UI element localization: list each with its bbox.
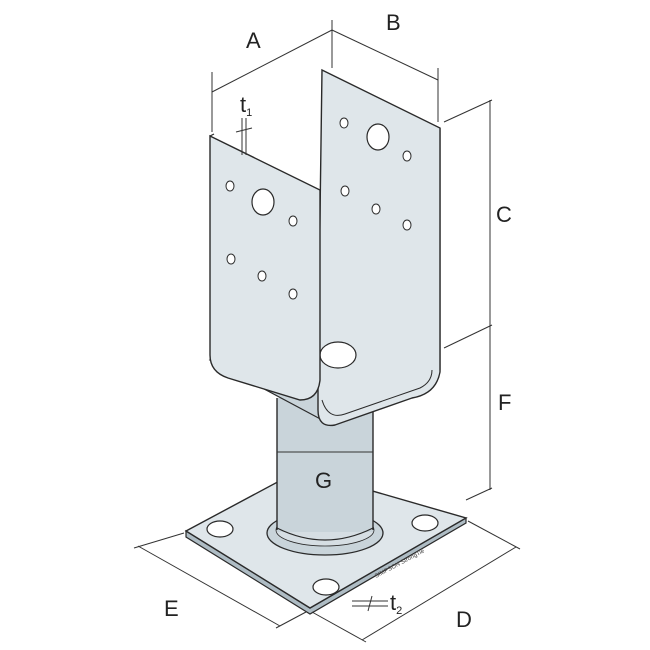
dimension-labels: A B C F G D E t1 t2 <box>164 10 512 632</box>
u-bracket-fold <box>321 369 433 416</box>
dim-D-ext-front <box>311 611 367 643</box>
label-D: D <box>456 607 472 632</box>
dim-D-line <box>361 546 517 641</box>
label-t2-base: t <box>390 590 396 615</box>
dim-E-ext-front <box>275 611 307 629</box>
left-flange-thickness <box>209 133 215 137</box>
dim-C-ext-top <box>443 99 493 123</box>
left-flange-large-hole <box>251 188 275 216</box>
right-flange-hole <box>340 185 350 197</box>
dim-CF-ext-mid <box>443 324 493 349</box>
plate-hole-front <box>312 578 340 596</box>
label-A: A <box>246 28 261 53</box>
dim-D-ext-right <box>467 520 521 550</box>
dimension-lines <box>133 20 521 643</box>
label-F: F <box>498 390 511 415</box>
label-B: B <box>386 10 401 35</box>
right-flange-hole <box>402 150 412 162</box>
dim-B-line <box>331 29 439 81</box>
u-bracket-right-flange <box>317 68 441 427</box>
dim-F-ext-bottom <box>465 487 493 501</box>
left-flange-hole <box>257 270 267 282</box>
right-flange-hole <box>339 117 349 129</box>
dim-A-line <box>211 29 333 93</box>
right-flange-large-hole <box>366 123 390 151</box>
dim-t1-tick <box>235 127 253 133</box>
left-flange-hole <box>288 215 298 227</box>
tube-bottom <box>276 527 374 541</box>
label-t1-sub: 1 <box>246 107 252 119</box>
right-flange-hole <box>402 219 412 231</box>
plate-hole-left <box>206 520 234 538</box>
label-C: C <box>496 202 512 227</box>
label-t2-sub: 2 <box>396 605 402 617</box>
dim-E-line <box>137 545 281 627</box>
dim-t2-tick <box>367 595 373 612</box>
right-flange-hole <box>371 203 381 215</box>
label-t1-base: t <box>240 92 246 117</box>
left-flange-hole <box>225 180 235 192</box>
u-bracket-left-flange <box>209 134 321 401</box>
plate-hole-right <box>411 514 439 532</box>
left-flange-hole <box>288 288 298 300</box>
u-bracket-tube-hole <box>319 341 357 369</box>
left-flange-hole <box>226 253 236 265</box>
label-t2: t2 <box>390 590 402 617</box>
u-bracket <box>208 68 441 427</box>
label-E: E <box>164 596 179 621</box>
label-t1: t1 <box>240 92 252 119</box>
dim-E-ext-left <box>133 532 185 549</box>
label-G: G <box>315 468 332 493</box>
